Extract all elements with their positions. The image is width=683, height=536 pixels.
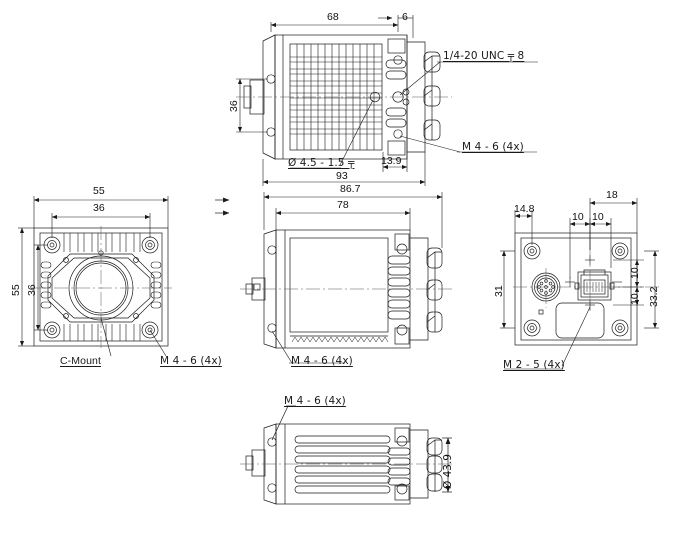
callout-c-mount: C-Mount [60, 355, 101, 367]
callout-unc-thread: 1/4-20 UNC ╤ 8 [443, 50, 525, 62]
side-view-geometry [215, 197, 452, 349]
dim-rear-14-8: 14.8 [514, 203, 535, 215]
dim-top-13-9: 13.9 [381, 155, 402, 167]
dim-top-68: 68 [327, 11, 339, 23]
front-view-geometry [32, 226, 172, 348]
dim-top-6: 6 [402, 11, 408, 23]
bottom-view-geometry [240, 405, 452, 505]
dim-side-78: 78 [337, 199, 349, 211]
top-view-dimensions [236, 15, 538, 186]
callout-side-m4: M 4 - 6 (4x) [291, 355, 353, 367]
dim-side-86-7: 86.7 [340, 183, 361, 195]
dim-front-55-h: 55 [93, 185, 105, 197]
rear-view-dimensions [500, 198, 659, 370]
callout-hole-4-5: Ø 4.5 - 1.5 ╤ [288, 157, 355, 169]
callout-top-m4: M 4 - 6 (4x) [462, 141, 524, 153]
dim-rear-10-a: 10 [572, 211, 584, 223]
dim-rear-10-b: 10 [592, 211, 604, 223]
dim-rear-31: 31 [493, 285, 505, 297]
dim-front-36-v: 36 [26, 284, 38, 296]
callout-rear-m2: M 2 - 5 (4x) [503, 359, 565, 371]
side-view-dimensions [263, 192, 443, 364]
dim-top-36: 36 [228, 100, 240, 112]
callout-front-m4: M 4 - 6 (4x) [160, 355, 222, 367]
dim-rear-10-v2: 10 [629, 293, 641, 305]
rear-view-geometry [513, 232, 660, 346]
dim-rear-18: 18 [606, 189, 618, 201]
dim-top-93: 93 [336, 170, 348, 182]
dim-front-36-h: 36 [93, 202, 105, 214]
dim-rear-33-2: 33.2 [648, 286, 660, 307]
front-view-dimensions [18, 196, 169, 357]
callout-bottom-m4: M 4 - 6 (4x) [284, 395, 346, 407]
dim-rear-10-v1: 10 [629, 267, 641, 279]
dim-front-55-v: 55 [10, 284, 22, 296]
top-view-geometry [236, 34, 452, 160]
dim-bottom-dia-43-9: Ø 43.9 [442, 454, 454, 489]
